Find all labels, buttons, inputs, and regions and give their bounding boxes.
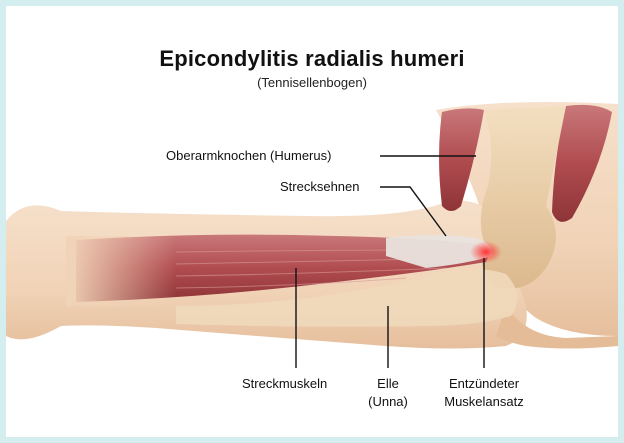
label-inflamed-line1: Entzündeter: [434, 376, 534, 391]
label-extensor-muscles: Streckmuskeln: [242, 376, 327, 391]
page-title: Epicondylitis radialis humeri: [6, 46, 618, 72]
inflammation-spot: [470, 241, 502, 263]
label-ulna-line2: (Unna): [358, 394, 418, 409]
label-ulna-line1: Elle: [358, 376, 418, 391]
illustration-frame: Epicondylitis radialis humeri (Tennisell…: [6, 6, 618, 437]
page-subtitle: (Tennisellenbogen): [6, 75, 618, 90]
muscle-fade: [66, 236, 176, 306]
label-tendons: Strecksehnen: [280, 179, 360, 194]
label-humerus: Oberarmknochen (Humerus): [166, 148, 331, 163]
label-inflamed-insertion: Entzündeter Muskelansatz: [434, 376, 534, 409]
label-ulna: Elle (Unna): [358, 376, 418, 409]
label-inflamed-line2: Muskelansatz: [434, 394, 534, 409]
